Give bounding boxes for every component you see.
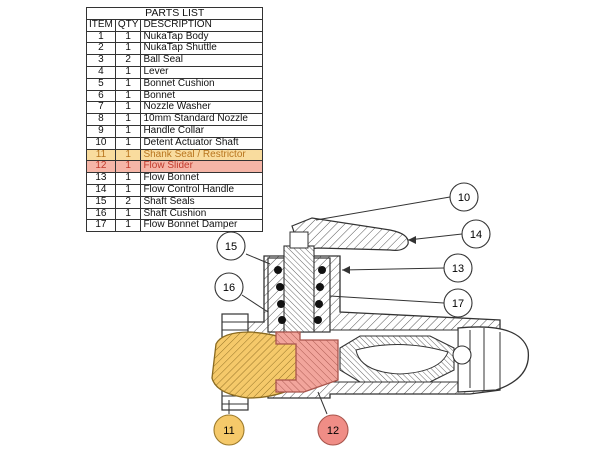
part-description: 10mm Standard Nozzle	[140, 113, 264, 126]
part-item-number: 5	[86, 77, 116, 91]
callout-17-label: 17	[452, 298, 464, 310]
flow-control-handle	[291, 217, 409, 251]
header-item: ITEM	[86, 18, 116, 32]
callout-14-label: 14	[470, 229, 482, 241]
leader-lines	[228, 196, 463, 415]
callout-16-label: 16	[223, 282, 235, 294]
part-item-number: 1	[86, 30, 116, 44]
part-description: Bonnet	[140, 89, 264, 103]
part-item-number: 7	[86, 101, 116, 115]
callout-17: 17	[443, 288, 473, 318]
callout-12: 12	[317, 414, 349, 446]
callout-10-label: 10	[458, 192, 470, 204]
part-quantity: 1	[114, 65, 142, 79]
callout-10: 10	[449, 182, 479, 212]
part-item-number: 17	[86, 219, 116, 233]
part-item-number: 6	[86, 89, 116, 103]
part-description: Nozzle Washer	[140, 101, 264, 115]
part-item-number: 14	[86, 183, 116, 197]
callout-11: 11	[213, 414, 245, 446]
part-description: Ball Seal	[140, 54, 264, 67]
parts-list-title: PARTS LIST	[85, 7, 264, 20]
part-description: Flow Bonnet Damper	[140, 219, 264, 233]
part-quantity: 1	[114, 113, 142, 126]
callout-15: 15	[216, 231, 246, 261]
part-description: Lever	[140, 65, 264, 79]
part-item-number: 9	[86, 124, 116, 138]
parts-list-header-row: ITEM QTY DESCRIPTION	[86, 18, 264, 32]
flow-slider	[275, 331, 339, 393]
part-item-number: 8	[86, 113, 116, 126]
part-item-number: 3	[86, 54, 116, 67]
callout-11-label: 11	[223, 425, 234, 437]
callout-14: 14	[461, 219, 491, 249]
callout-13-label: 13	[452, 263, 464, 275]
callout-15-label: 15	[225, 241, 237, 253]
header-description: DESCRIPTION	[140, 18, 264, 32]
shaft-seals	[229, 266, 326, 395]
part-description: Bonnet Cushion	[140, 77, 264, 91]
parts-list-title-row: PARTS LIST	[85, 7, 264, 20]
part-quantity: 1	[114, 101, 142, 115]
callout-16: 16	[214, 272, 244, 302]
part-item-number: 4	[86, 65, 116, 79]
callout-13: 13	[443, 253, 473, 283]
callout-12-label: 12	[327, 425, 339, 437]
